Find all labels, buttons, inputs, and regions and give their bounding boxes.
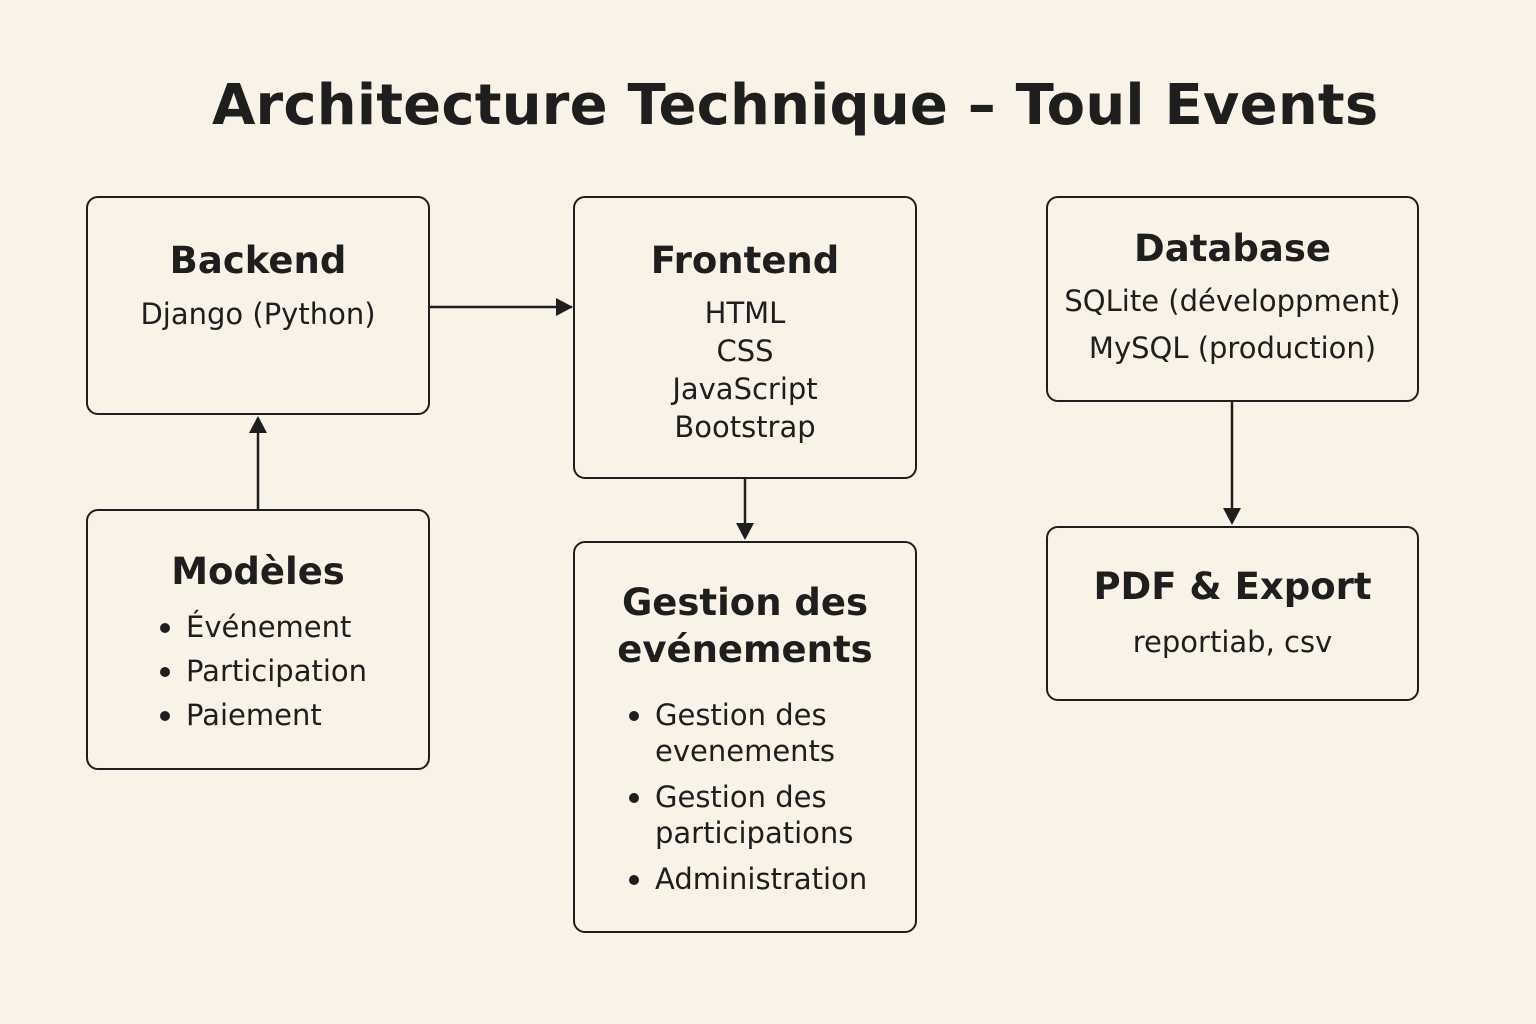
event-management-title: Gestion des evénements bbox=[617, 581, 873, 671]
arrowhead-database-to-pdf bbox=[1223, 508, 1241, 525]
database-dev: SQLite (développment) bbox=[1064, 284, 1401, 319]
pdf-export-title: PDF & Export bbox=[1093, 565, 1372, 608]
database-prod: MySQL (production) bbox=[1088, 331, 1377, 366]
event-management-box: Gestion des evénements Gestion des evene… bbox=[573, 541, 917, 933]
backend-box: Backend Django (Python) bbox=[86, 196, 430, 415]
event-management-list: Gestion des evenements Gestion des parti… bbox=[627, 697, 915, 897]
database-title: Database bbox=[1134, 227, 1331, 270]
frontend-tech-html: HTML bbox=[704, 296, 786, 331]
diagram-title: Architecture Technique – Toul Events bbox=[212, 73, 1379, 138]
frontend-title: Frontend bbox=[650, 239, 840, 282]
list-item: Paiement bbox=[158, 693, 428, 737]
list-item: Participation bbox=[158, 649, 428, 693]
list-item: Événement bbox=[158, 605, 428, 649]
arrowhead-models-to-backend bbox=[249, 416, 267, 433]
database-box: Database SQLite (développment) MySQL (pr… bbox=[1046, 196, 1419, 402]
pdf-export-box: PDF & Export reportiab, csv bbox=[1046, 526, 1419, 701]
pdf-export-libs: reportiab, csv bbox=[1132, 625, 1333, 660]
models-list: Événement Participation Paiement bbox=[158, 605, 428, 737]
models-box: Modèles Événement Participation Paiement bbox=[86, 509, 430, 770]
arrowhead-backend-to-frontend bbox=[556, 298, 573, 316]
list-item: Gestion des participations bbox=[627, 779, 915, 851]
frontend-tech-bootstrap: Bootstrap bbox=[674, 410, 816, 445]
frontend-box: Frontend HTML CSS JavaScript Bootstrap bbox=[573, 196, 917, 479]
arrowhead-frontend-to-events bbox=[736, 523, 754, 540]
backend-tech: Django (Python) bbox=[140, 297, 376, 332]
backend-title: Backend bbox=[169, 239, 347, 282]
frontend-tech-css: CSS bbox=[716, 334, 774, 369]
list-item: Gestion des evenements bbox=[627, 697, 915, 769]
frontend-tech-javascript: JavaScript bbox=[672, 372, 818, 407]
list-item: Administration bbox=[627, 861, 915, 897]
models-title: Modèles bbox=[171, 550, 345, 593]
